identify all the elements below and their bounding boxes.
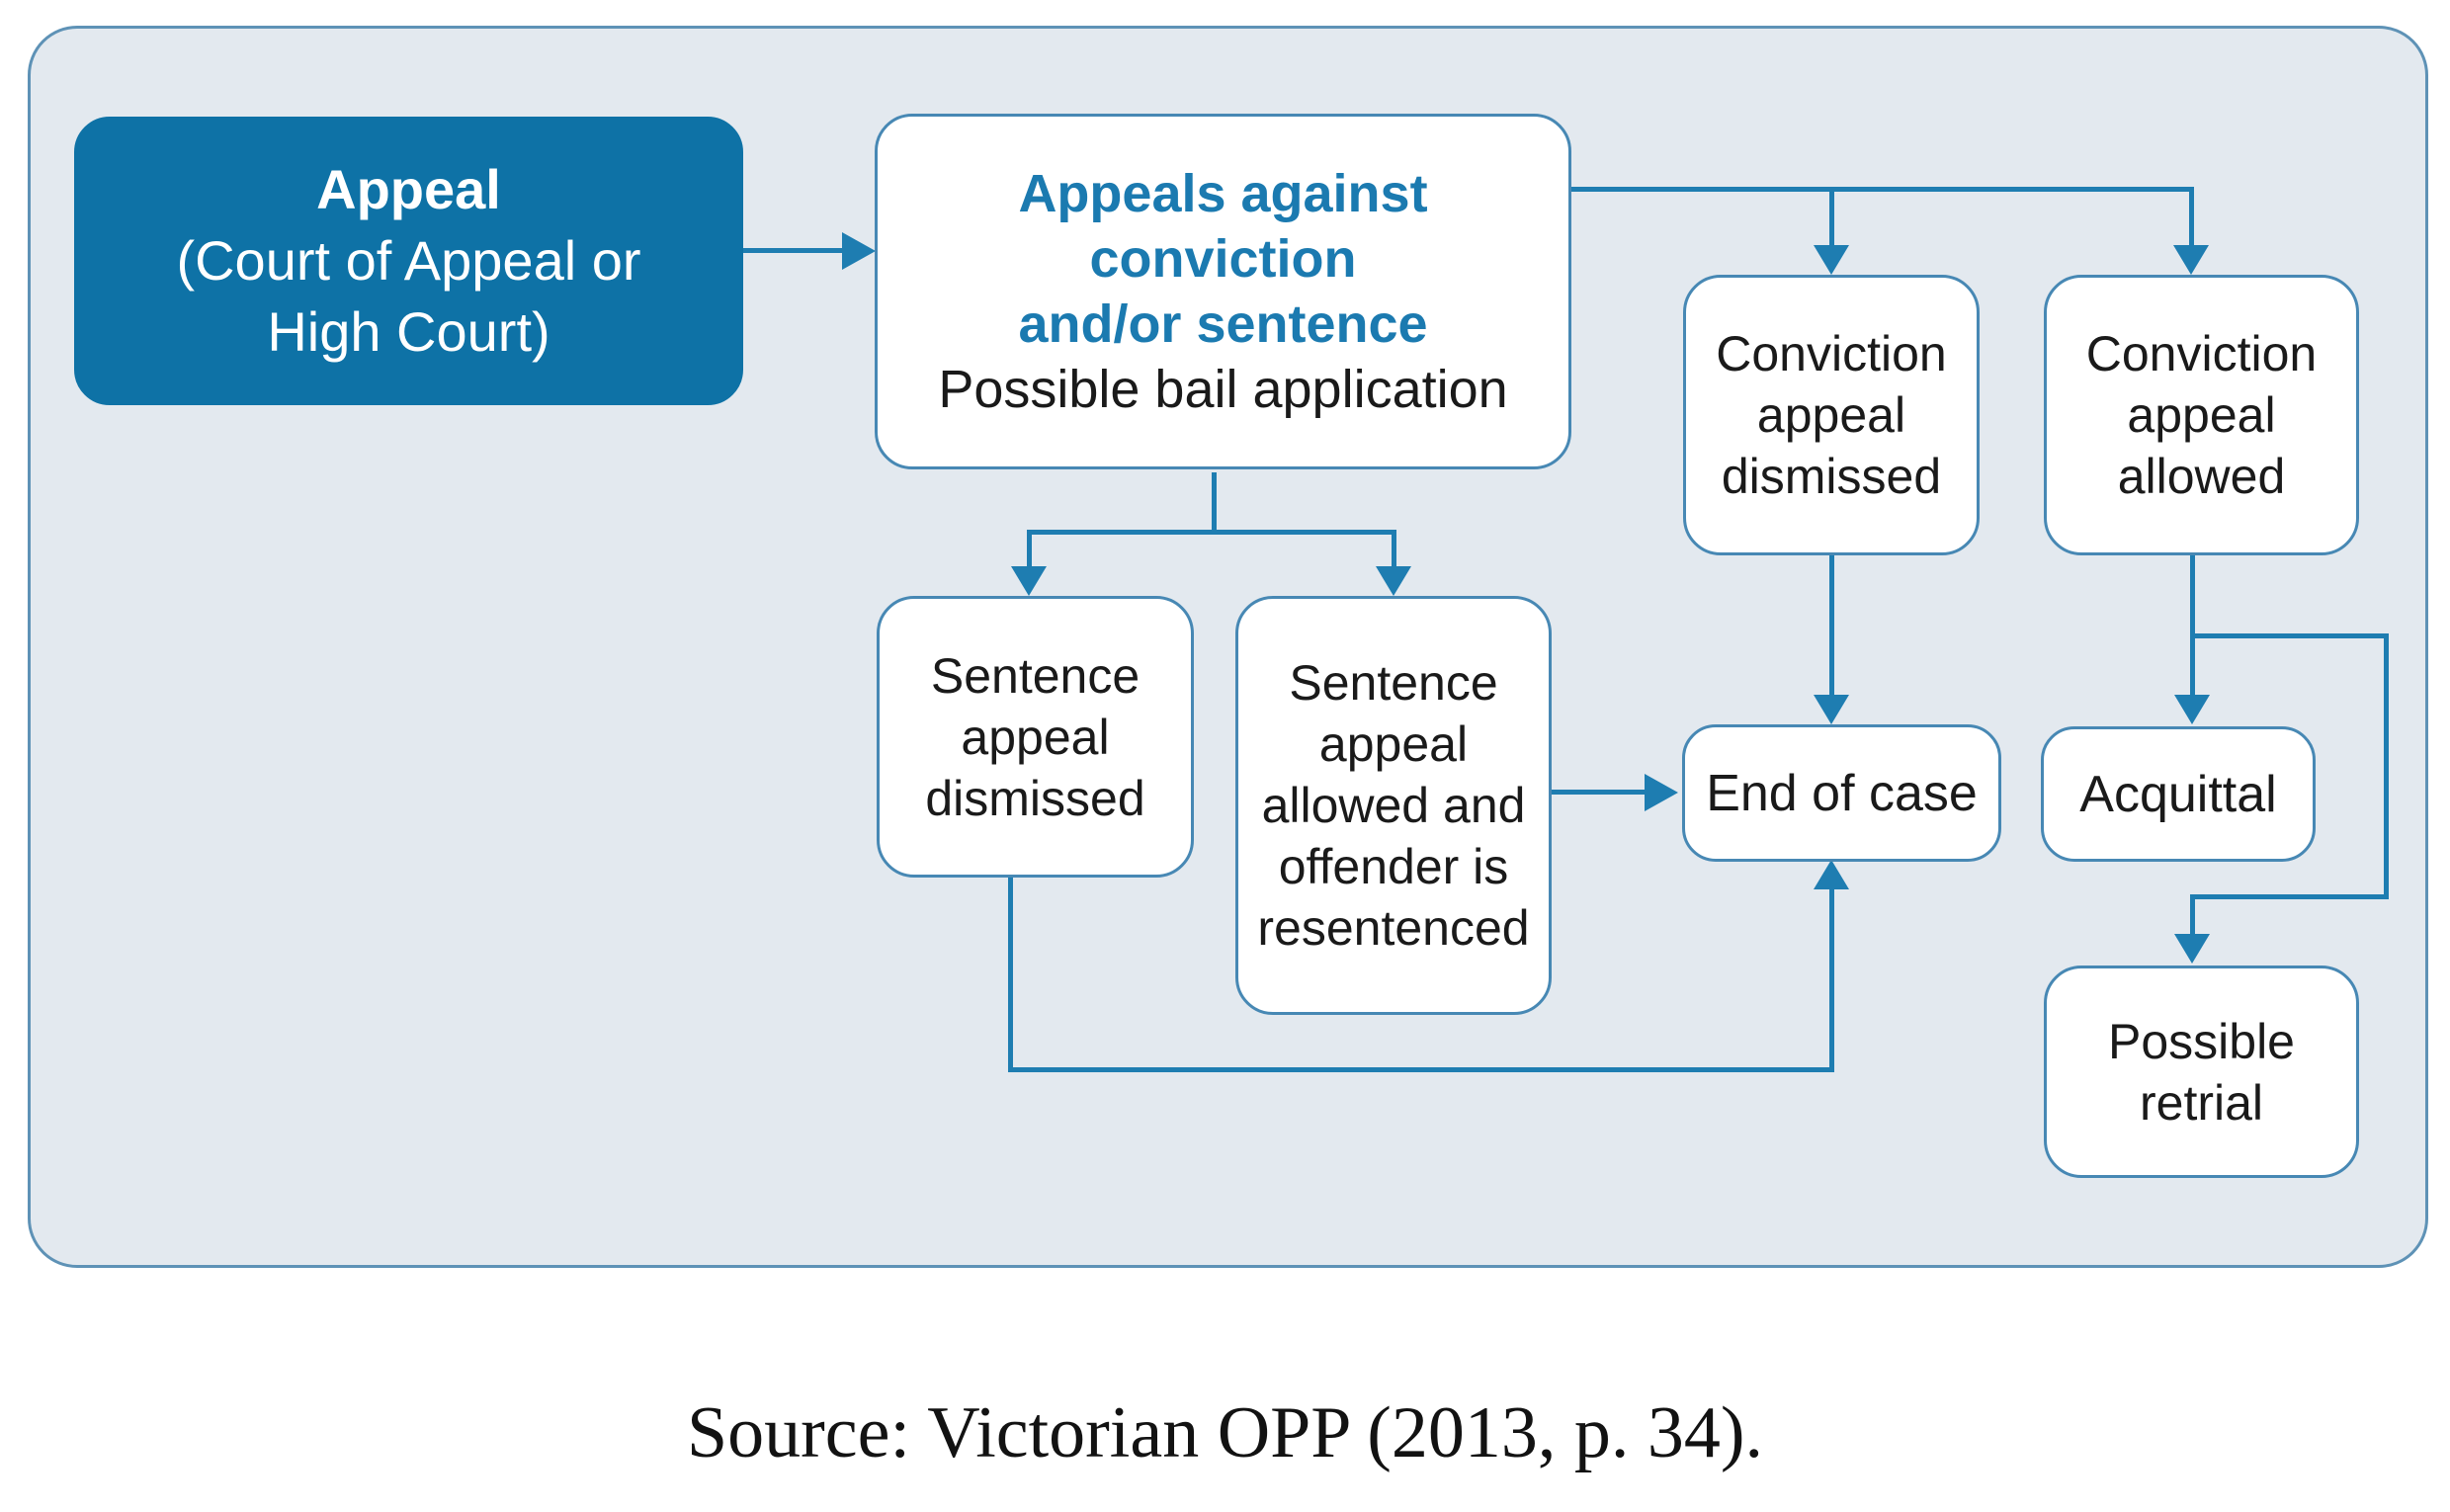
node-line: retrial (2139, 1074, 2264, 1131)
node-line: Possible (2108, 1013, 2295, 1069)
node-line: Appeals against (1018, 164, 1428, 223)
node-line: and/or sentence (1018, 294, 1428, 354)
node-appeal-start: Appeal (Court of Appeal or High Court) (74, 117, 743, 405)
node-conviction-appeal-dismissed: Conviction appeal dismissed (1683, 275, 1980, 555)
node-line: Sentence (1289, 655, 1498, 711)
node-line: resentenced (1257, 900, 1530, 956)
node-line: dismissed (925, 770, 1145, 826)
node-line: (Court of Appeal or (176, 229, 641, 292)
source-caption: Source: Victorian OPP (2013, p. 34). (686, 1392, 1763, 1473)
node-line: conviction (1089, 229, 1357, 289)
node-sentence-appeal-dismissed: Sentence appeal dismissed (877, 596, 1194, 878)
arrow-down-icon (1011, 566, 1047, 596)
node-line: allowed and (1261, 778, 1526, 833)
node-line: Appeal (316, 158, 501, 220)
node-acquittal: Acquittal (2041, 726, 2316, 862)
arrow-down-icon (1814, 245, 1849, 275)
node-line: appeal (1756, 387, 1906, 443)
node-line: dismissed (1721, 449, 1942, 504)
node-line: Conviction (1716, 326, 1947, 381)
connector-sentence-dismissed-down (1008, 878, 1013, 1072)
node-appeals-against: Appeals against conviction and/or senten… (875, 114, 1571, 469)
node-line: Possible bail application (938, 360, 1508, 419)
arrow-down-icon (2174, 934, 2210, 964)
node-line: appeal (2127, 387, 2276, 443)
connector-allowed-to-acquittal (2190, 555, 2195, 695)
connector-retrial-entry (2190, 894, 2195, 936)
arrow-up-icon (1814, 860, 1849, 889)
arrow-down-icon (2173, 245, 2209, 275)
connector-drop-conviction-allowed (2189, 189, 2194, 245)
node-line: appeal (1318, 716, 1469, 772)
connector-drop-sentence-dismissed (1027, 532, 1032, 568)
connector-sentence-branch-horizontal (1027, 530, 1396, 535)
node-conviction-appeal-allowed: Conviction appeal allowed (2044, 275, 2359, 555)
node-line: Sentence (930, 647, 1141, 704)
arrow-down-icon (1376, 566, 1411, 596)
node-sentence-appeal-allowed: Sentence appeal allowed and offender is … (1235, 596, 1552, 1015)
connector-retrial-right-vertical (2384, 633, 2389, 899)
connector-resentenced-to-end (1552, 790, 1648, 795)
arrow-right-icon (1645, 774, 1678, 811)
arrow-right-icon (842, 232, 876, 270)
node-line: Acquittal (2079, 765, 2277, 823)
node-end-of-case: End of case (1682, 724, 2001, 862)
connector-bottom-up (1829, 887, 1834, 1069)
node-line: High Court) (267, 300, 550, 363)
node-line: appeal (961, 709, 1110, 765)
arrow-down-icon (1814, 695, 1849, 724)
connector-retrial-branch-bottom (2190, 894, 2389, 899)
node-line: End of case (1706, 764, 1978, 822)
connector-drop-sentence-allowed (1392, 532, 1396, 568)
connector-retrial-branch-top (2190, 633, 2389, 638)
connector-bottom-horizontal (1008, 1067, 1834, 1072)
connector-appeals-down (1212, 472, 1217, 535)
connector-dismissed-to-end (1829, 555, 1834, 695)
connector-drop-conviction-dismissed (1829, 189, 1834, 245)
connector-appeal-to-appeals (743, 248, 846, 253)
node-line: Conviction (2085, 326, 2318, 381)
connector-top-branch-horizontal (1571, 187, 2194, 192)
node-possible-retrial: Possible retrial (2044, 966, 2359, 1178)
node-line: offender is (1278, 839, 1509, 894)
arrow-down-icon (2174, 695, 2210, 724)
node-line: allowed (2117, 449, 2286, 504)
